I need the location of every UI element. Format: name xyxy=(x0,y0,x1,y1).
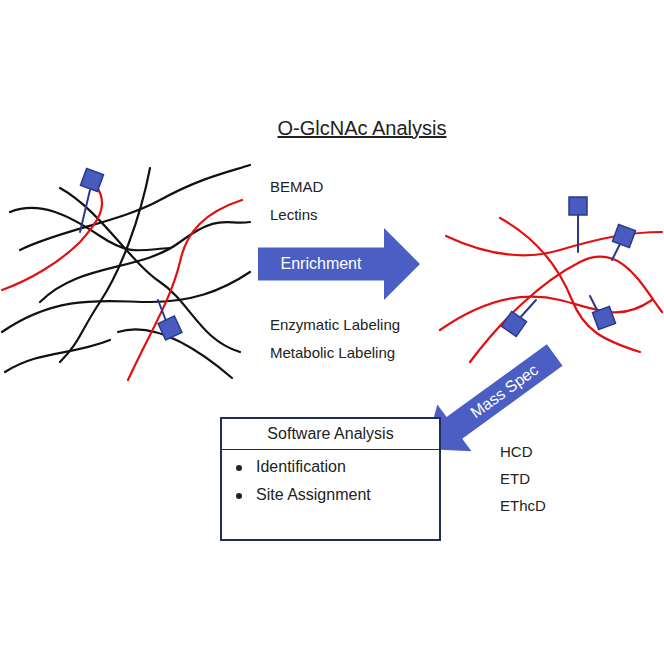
bullet-text: Identification xyxy=(256,458,346,475)
enrichment-method: Enzymatic Labeling xyxy=(270,316,400,334)
bullet-dot xyxy=(236,465,242,471)
enrichment-method: Lectins xyxy=(270,206,318,224)
fragmentation-method: ETD xyxy=(500,470,530,488)
glcnac-squares xyxy=(80,168,635,339)
bullet-text: Site Assignment xyxy=(256,486,371,503)
bullet-item: Identification xyxy=(222,450,439,478)
fragmentation-method: EThcD xyxy=(500,497,546,515)
glycan-stems xyxy=(80,190,622,326)
software-box: Software AnalysisIdentificationSite Assi… xyxy=(220,417,441,541)
fragmentation-method: HCD xyxy=(500,443,533,461)
diagram-title: O-GlcNAc Analysis xyxy=(278,116,447,140)
unmodified-proteins xyxy=(2,165,250,378)
glycosylated-proteins xyxy=(2,186,662,380)
bullet-dot xyxy=(236,493,242,499)
bullet-item: Site Assignment xyxy=(222,478,439,506)
arrow-label: Mass Spec xyxy=(467,361,542,422)
enrichment-method: Metabolic Labeling xyxy=(270,344,395,362)
enrichment-method: BEMAD xyxy=(270,178,323,196)
box-heading: Software Analysis xyxy=(222,419,439,450)
enrichment-arrow: Enrichment xyxy=(258,228,420,300)
block-arrow xyxy=(258,228,420,300)
arrow-label: Enrichment xyxy=(281,255,362,273)
